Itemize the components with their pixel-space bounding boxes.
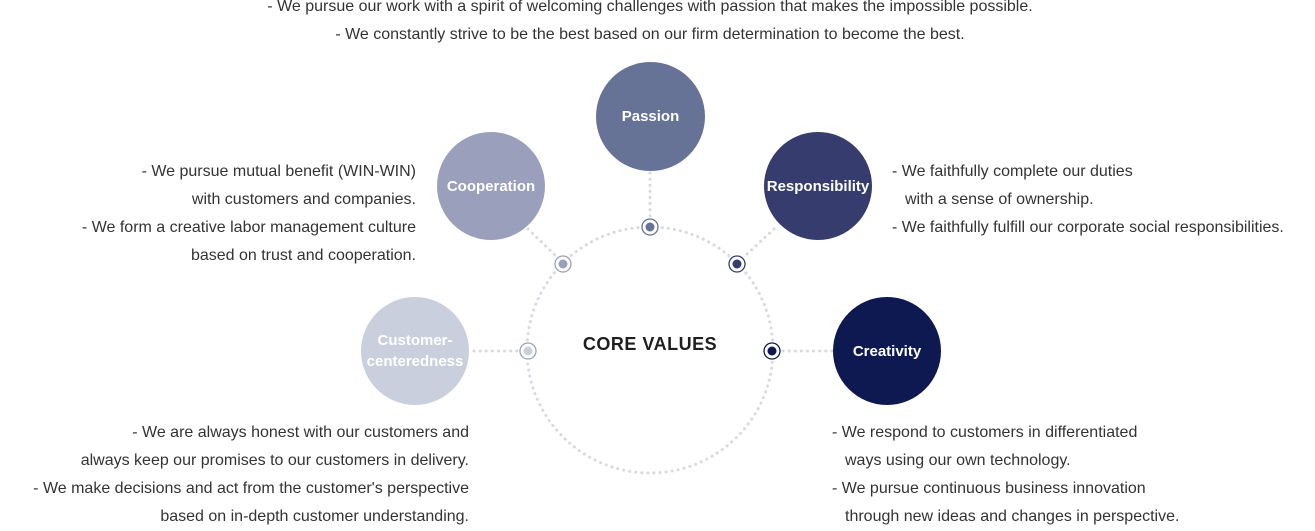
- creativity-line-3: - We pursue continuous business innovati…: [832, 480, 1146, 497]
- cooperation-line-1: - We pursue mutual benefit (WIN-WIN): [141, 163, 416, 180]
- connector-responsibility: [743, 227, 776, 258]
- node-responsibility: Responsibility: [764, 132, 872, 240]
- customer-line-4: based on in-depth customer understanding…: [160, 508, 469, 525]
- customer-line-1: - We are always honest with our customer…: [132, 424, 469, 441]
- cooperation-line-3: - We form a creative labor management cu…: [81, 219, 416, 236]
- passion-description: - We pursue our work with a spirit of we…: [150, 0, 1150, 49]
- marker-creativity: [763, 342, 781, 360]
- marker-cooperation: [554, 255, 572, 273]
- responsibility-line-1: - We faithfully complete our duties: [892, 163, 1133, 180]
- connector-cooperation: [526, 227, 558, 258]
- cooperation-line-4: based on trust and cooperation.: [190, 247, 416, 264]
- responsibility-description: - We faithfully complete our duties with…: [892, 158, 1312, 242]
- responsibility-line-2: with a sense of ownership.: [905, 191, 1094, 208]
- marker-responsibility: [728, 255, 746, 273]
- responsibility-line-3: - We faithfully fulfill our corporate so…: [892, 219, 1284, 236]
- cooperation-description: - We pursue mutual benefit (WIN-WIN) wit…: [20, 158, 416, 270]
- creativity-description: - We respond to customers in differentia…: [832, 419, 1252, 531]
- creativity-line-2: ways using our own technology.: [845, 452, 1071, 469]
- marker-customer: [519, 342, 537, 360]
- node-cooperation: Cooperation: [437, 132, 545, 240]
- node-creativity: Creativity: [833, 297, 941, 405]
- cooperation-line-2: with customers and companies.: [191, 191, 416, 208]
- node-cooperation-label: Cooperation: [446, 177, 536, 195]
- passion-line-1: - We pursue our work with a spirit of we…: [267, 0, 1033, 15]
- node-responsibility-label: Responsibility: [766, 177, 870, 195]
- passion-line-2: - We constantly strive to be the best ba…: [335, 26, 965, 43]
- node-creativity-label: Creativity: [852, 342, 922, 360]
- node-passion: Passion: [596, 62, 705, 171]
- customer-description: - We are always honest with our customer…: [0, 419, 469, 531]
- core-values-title: CORE VALUES: [582, 334, 718, 354]
- creativity-line-4: through new ideas and changes in perspec…: [845, 508, 1180, 525]
- node-passion-label: Passion: [621, 108, 680, 125]
- node-customer-label: Customer- centeredness: [367, 330, 464, 372]
- creativity-line-1: - We respond to customers in differentia…: [832, 424, 1138, 441]
- marker-passion: [641, 218, 659, 236]
- node-customer-label-line-1: Customer-: [377, 332, 453, 349]
- customer-line-3: - We make decisions and act from the cus…: [33, 480, 469, 497]
- node-customer-label-line-2: centeredness: [366, 353, 464, 370]
- customer-line-2: always keep our promises to our customer…: [80, 452, 469, 469]
- node-customer-centeredness: Customer- centeredness: [361, 297, 469, 405]
